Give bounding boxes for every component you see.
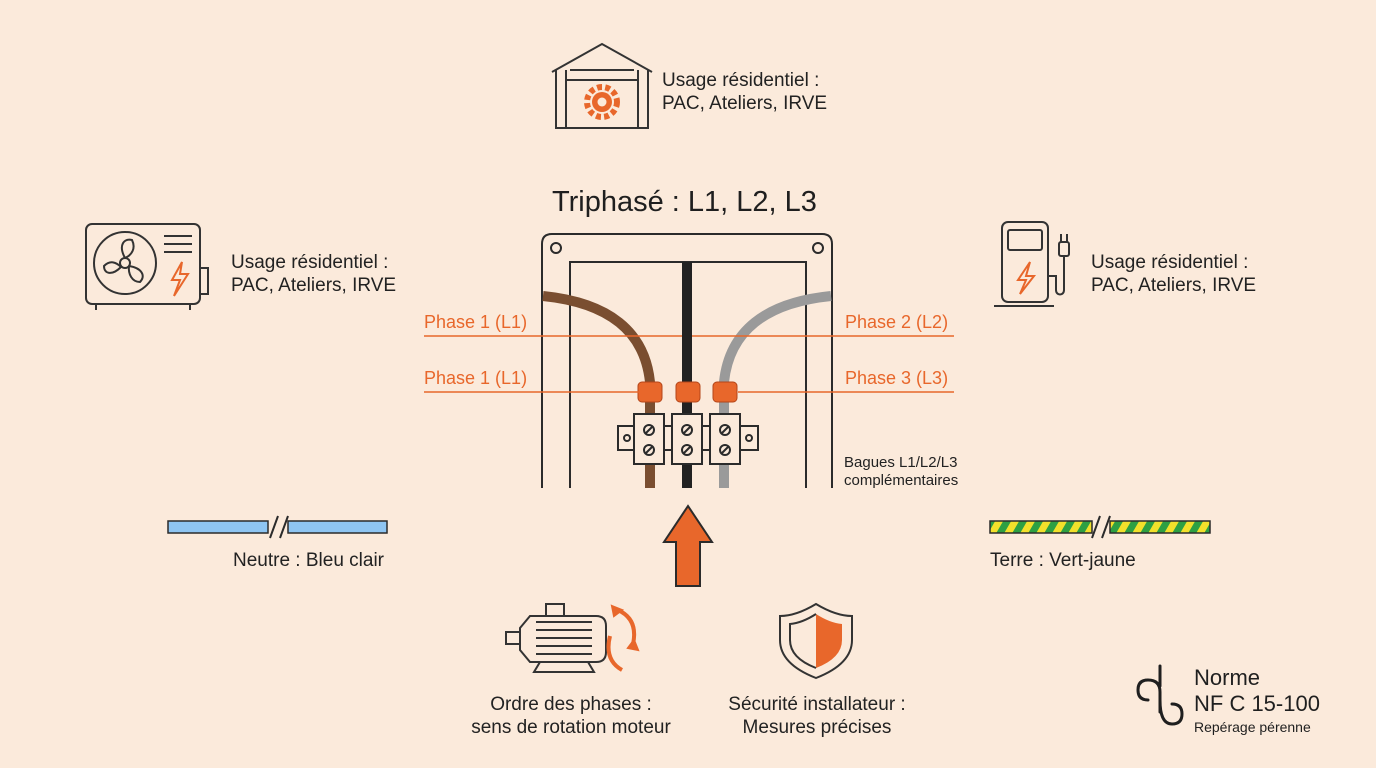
usage-right: Usage résidentiel : PAC, Ateliers, IRVE [1091, 251, 1256, 297]
phase-label-left-upper: Phase 1 (L1) [424, 312, 528, 332]
terminal-block [617, 413, 759, 465]
bagues-label: Bagues L1/L2/L3 complémentaires [844, 454, 958, 490]
norme-line1: Norme [1194, 665, 1261, 690]
securite-label: Sécurité installateur : Mesures précises [700, 693, 934, 739]
phase-leaders [424, 335, 954, 393]
terre-label: Terre : Vert-jaune [990, 550, 1136, 571]
ordre-line1: Ordre des phases : [490, 694, 652, 715]
diagram-title: Triphasé : L1, L2, L3 [552, 186, 817, 218]
shield-icon [779, 602, 853, 680]
phase-label-right-lower: Phase 3 (L3) [845, 368, 949, 388]
neutre-label: Neutre : Bleu clair [233, 550, 385, 571]
wire-brown [542, 291, 655, 488]
norme-line2: NF C 15-100 [1194, 691, 1320, 716]
securite-line1: Sécurité installateur : [728, 694, 906, 715]
usage-top-line2: PAC, Ateliers, IRVE [662, 93, 828, 114]
neutre-cable [167, 515, 388, 539]
usage-top-line1: Usage résidentiel : [662, 70, 820, 91]
motor-rotation-icon [505, 603, 640, 673]
norme-logo-icon [1136, 664, 1184, 726]
bagues-line2: complémentaires [844, 472, 959, 489]
usage-right-line2: PAC, Ateliers, IRVE [1091, 275, 1257, 296]
ordre-label: Ordre des phases : sens de rotation mote… [446, 693, 696, 739]
up-arrow-icon [662, 504, 714, 587]
usage-right-line1: Usage résidentiel : [1091, 252, 1249, 273]
usage-top: Usage résidentiel : PAC, Ateliers, IRVE [662, 69, 827, 115]
norme-line3: Repérage pérenne [1194, 719, 1311, 735]
phase-label-left-lower: Phase 1 (L1) [424, 368, 528, 388]
usage-left-line1: Usage résidentiel : [231, 252, 389, 273]
norme-label: Norme NF C 15-100 Repérage pérenne [1194, 665, 1320, 737]
wire-grey [719, 291, 832, 488]
usage-left: Usage résidentiel : PAC, Ateliers, IRVE [231, 251, 396, 297]
bagues-line1: Bagues L1/L2/L3 [844, 454, 958, 471]
heat-pump-icon [85, 223, 209, 310]
terre-cable [989, 515, 1211, 539]
garage-gear-icon [551, 42, 653, 129]
securite-line2: Mesures précises [742, 717, 892, 738]
bagues-rings [637, 381, 738, 403]
phase-label-right-upper: Phase 2 (L2) [845, 312, 949, 332]
ordre-line2: sens de rotation moteur [471, 717, 671, 738]
usage-left-line2: PAC, Ateliers, IRVE [231, 275, 397, 296]
ev-charger-icon [994, 221, 1070, 307]
